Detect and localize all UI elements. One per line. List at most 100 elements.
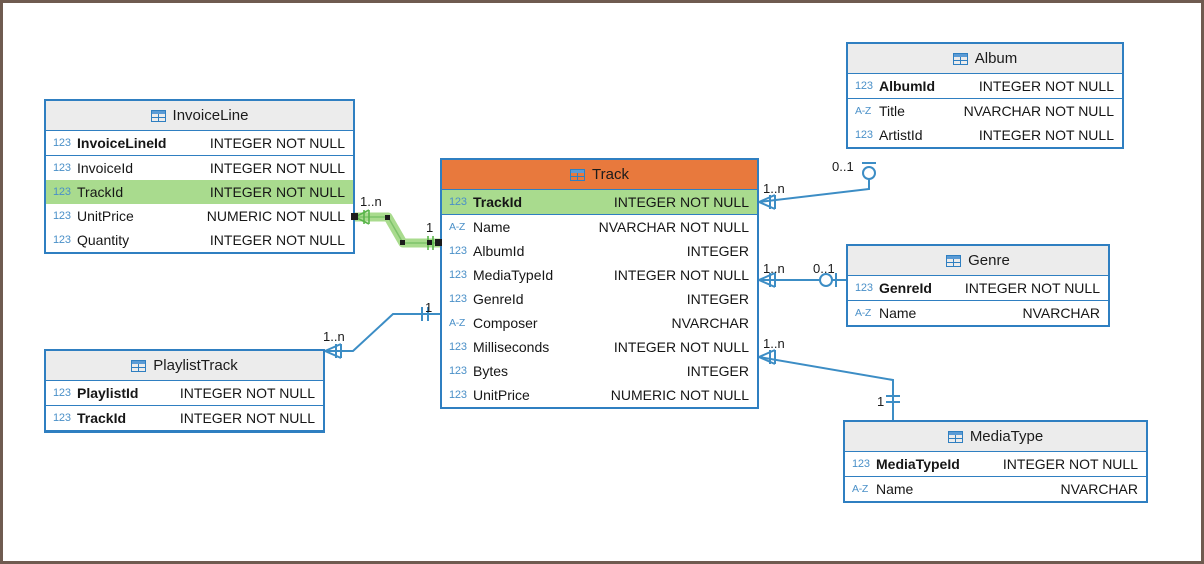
field-row[interactable]: 123 UnitPrice NUMERIC NOT NULL (46, 204, 353, 228)
field-name: PlaylistId (77, 385, 139, 401)
field-type: INTEGER (686, 363, 749, 379)
field-type: INTEGER NOT NULL (1002, 456, 1138, 472)
field-row[interactable]: A-Z Title NVARCHAR NOT NULL (848, 99, 1122, 123)
field-name: AlbumId (879, 78, 935, 94)
field-name: AlbumId (473, 243, 525, 259)
number-type-icon: 123 (53, 209, 71, 222)
text-type-icon: A-Z (852, 482, 869, 495)
field-name: GenreId (879, 280, 932, 296)
entity-title: PlaylistTrack (153, 357, 238, 374)
entity-header-mediatype[interactable]: MediaType (845, 422, 1146, 452)
number-type-icon: 123 (852, 457, 870, 470)
field-type: NVARCHAR (1022, 305, 1100, 321)
field-type: NUMERIC NOT NULL (610, 387, 749, 403)
field-name: MediaTypeId (876, 456, 960, 472)
field-type: INTEGER NOT NULL (978, 127, 1114, 143)
cardinality-label-invoiceline-track-from: 1..n (360, 194, 382, 209)
entity-genre[interactable]: Genre 123 GenreId INTEGER NOT NULL A-Z Name NV… (846, 244, 1110, 327)
field-type: NVARCHAR (671, 315, 749, 331)
number-type-icon: 123 (53, 136, 71, 149)
cardinality-label-playlisttrack-track-from: 1..n (323, 329, 345, 344)
entity-title: MediaType (969, 428, 1044, 445)
field-type: INTEGER NOT NULL (964, 280, 1100, 296)
number-type-icon: 123 (449, 292, 467, 305)
field-name: TrackId (77, 410, 127, 426)
cardinality-label-playlisttrack-track-to: 1 (425, 300, 433, 315)
number-type-icon: 123 (449, 244, 467, 257)
cardinality-label-track-mediatype-from: 1..n (763, 336, 785, 351)
entity-title: Genre (968, 252, 1010, 269)
text-type-icon: A-Z (449, 316, 466, 329)
table-icon (150, 109, 166, 122)
field-row[interactable]: 123 UnitPrice NUMERIC NOT NULL (442, 383, 757, 407)
field-type: INTEGER NOT NULL (209, 184, 345, 200)
entity-header-playlisttrack[interactable]: PlaylistTrack (46, 351, 323, 381)
entity-header-genre[interactable]: Genre (848, 246, 1108, 276)
field-name: InvoiceId (77, 160, 134, 176)
field-row[interactable]: 123 GenreId INTEGER NOT NULL (848, 276, 1108, 301)
text-type-icon: A-Z (449, 220, 466, 233)
field-type: NUMERIC NOT NULL (206, 208, 345, 224)
field-name: GenreId (473, 291, 524, 307)
field-name: InvoiceLineId (77, 135, 167, 151)
edge-handle-waypoint-2[interactable] (400, 240, 405, 245)
entity-header-track[interactable]: Track (442, 160, 757, 190)
edge-handle-end[interactable] (435, 239, 442, 246)
number-type-icon: 123 (53, 185, 71, 198)
number-type-icon: 123 (53, 386, 71, 399)
edge-handle-start[interactable] (351, 213, 358, 220)
field-name: ArtistId (879, 127, 923, 143)
entity-header-album[interactable]: Album (848, 44, 1122, 74)
number-type-icon: 123 (449, 195, 467, 208)
field-type: INTEGER NOT NULL (613, 267, 749, 283)
edge-handle-waypoint-1[interactable] (385, 215, 390, 220)
field-name: Name (879, 305, 917, 321)
field-type: INTEGER NOT NULL (179, 410, 315, 426)
number-type-icon: 123 (449, 268, 467, 281)
entity-mediatype[interactable]: MediaType 123 MediaTypeId INTEGER NOT NULL A… (843, 420, 1148, 503)
cardinality-label-track-genre-from: 1..n (763, 261, 785, 276)
table-icon (952, 52, 968, 65)
entity-header-invoiceline[interactable]: InvoiceLine (46, 101, 353, 131)
text-type-icon: A-Z (855, 104, 872, 117)
field-name: Composer (473, 315, 538, 331)
edge-handle-waypoint-3[interactable] (427, 240, 432, 245)
field-row[interactable]: 123 AlbumId INTEGER (442, 239, 757, 263)
field-name: Title (879, 103, 905, 119)
field-name: UnitPrice (473, 387, 530, 403)
text-type-icon: A-Z (855, 306, 872, 319)
field-name: UnitPrice (77, 208, 134, 224)
field-name: Quantity (77, 232, 130, 248)
field-type: INTEGER NOT NULL (613, 339, 749, 355)
field-type: INTEGER NOT NULL (978, 78, 1114, 94)
field-row[interactable]: 123 MediaTypeId INTEGER NOT NULL (845, 452, 1146, 477)
field-type: NVARCHAR NOT NULL (963, 103, 1114, 119)
edge-track-mediatype (758, 349, 900, 420)
field-row[interactable]: A-Z Name NVARCHAR (848, 301, 1108, 325)
field-row[interactable]: A-Z Composer NVARCHAR (442, 311, 757, 335)
field-name: Name (876, 481, 914, 497)
field-type: INTEGER (686, 243, 749, 259)
number-type-icon: 123 (855, 281, 873, 294)
number-type-icon: 123 (449, 388, 467, 401)
